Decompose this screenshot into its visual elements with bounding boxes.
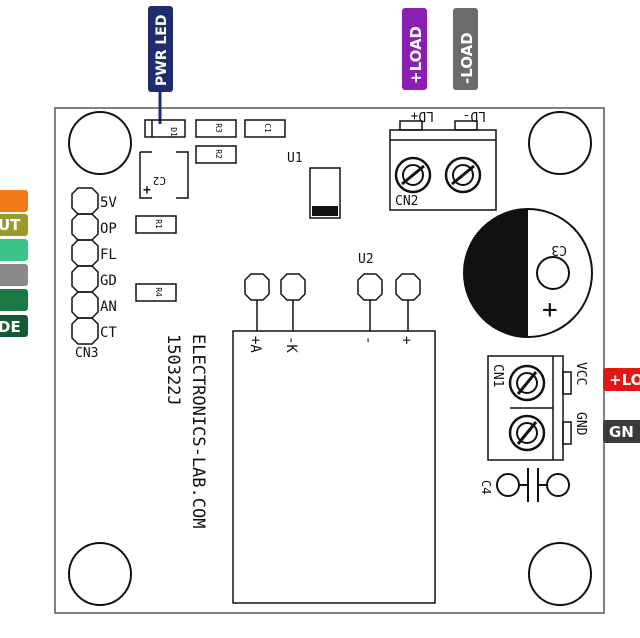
u1-footprint	[309, 167, 341, 219]
c3-plus: +	[542, 295, 558, 325]
c2-footprint	[139, 151, 189, 199]
gnd-tag-label: GN	[609, 423, 634, 441]
pwr-led-tag	[148, 6, 173, 92]
u1-label: U1	[287, 151, 303, 166]
cn2-label: CN2	[395, 194, 418, 209]
cn2-ld-plus: LD+	[410, 108, 434, 123]
cn3-pin-ct: CT	[100, 325, 117, 341]
cn3-pin-op: OP	[100, 221, 117, 237]
r1-label: R1	[154, 219, 163, 229]
left-tag-gd	[0, 264, 28, 286]
r3-label: R3	[214, 123, 223, 133]
load-plus-tag-label: +LOAD	[407, 26, 425, 84]
left-tag-fl	[0, 239, 28, 261]
u2-label: U2	[358, 252, 374, 267]
c1-label: C1	[263, 123, 272, 133]
c2-label: C2	[153, 174, 166, 187]
c1-footprint	[244, 119, 286, 138]
pwr-led-tag-label: PWR LED	[154, 15, 170, 86]
r4-label: R4	[154, 287, 163, 297]
r3-footprint	[195, 119, 237, 138]
r2-footprint	[195, 145, 237, 164]
cn2-ld-minus: LD-	[463, 108, 486, 123]
cn1-label: CN1	[490, 364, 505, 387]
cn2-screw-left	[394, 156, 432, 194]
cn1-tab-bottom	[562, 421, 572, 445]
cn3-pin-fl: FL	[100, 247, 117, 263]
d1-label: D1	[169, 127, 178, 137]
c3-outline	[463, 208, 593, 338]
u2-pin-k: -K	[283, 336, 299, 353]
cn3-pin-gd: GD	[100, 273, 117, 289]
u2-body	[232, 330, 436, 604]
left-tag-mode	[0, 315, 28, 337]
cn3-pin-an: AN	[100, 299, 117, 315]
load-minus-tag	[453, 8, 478, 90]
left-tag-out-label: UT	[0, 216, 21, 234]
cn1-tab-top	[562, 371, 572, 395]
pcb-outline	[54, 107, 605, 614]
u2-pin-a: +A	[247, 336, 263, 353]
cn1-screw-top	[508, 364, 546, 402]
u2-pads	[244, 273, 421, 301]
mounting-hole-tr	[528, 111, 592, 175]
gnd-tag	[603, 420, 640, 443]
cn2-tab-left	[399, 120, 423, 131]
mounting-hole-tl	[68, 111, 132, 175]
c3-inner-ring	[536, 256, 570, 290]
d1-footprint	[144, 119, 186, 138]
r4-footprint	[135, 283, 177, 302]
vcc-tag	[603, 368, 640, 391]
cn3-header	[71, 187, 99, 345]
cn1-block	[487, 355, 564, 461]
cn3-pin-5v: 5V	[100, 195, 117, 211]
left-tag-an	[0, 289, 28, 311]
cn3-label: CN3	[75, 346, 98, 361]
r2-label: R2	[214, 149, 223, 159]
c4-footprint	[496, 468, 570, 502]
r1-footprint	[135, 215, 177, 234]
cn1-screw-bottom	[508, 414, 546, 452]
cn2-screw-right	[444, 156, 482, 194]
cn1-gnd-label: GND	[573, 412, 588, 436]
c4-label: C4	[479, 480, 493, 494]
c3-label: C3	[551, 242, 567, 257]
cn2-tab-right	[454, 120, 478, 131]
c3-shade	[464, 209, 528, 337]
mounting-hole-br	[528, 542, 592, 606]
left-tag-mode-label: DE	[0, 318, 21, 336]
u2-pin-minus: -	[360, 336, 376, 344]
left-tag-out	[0, 214, 28, 236]
mounting-hole-bl	[68, 542, 132, 606]
left-tag-5v	[0, 190, 28, 212]
u2-leads	[256, 300, 409, 331]
u2-pin-plus: +	[398, 336, 414, 344]
cn1-vcc-label: VCC	[573, 362, 588, 385]
brand-text: ELECTRONICS-LAB.COM	[188, 334, 208, 528]
vcc-tag-label: +LO	[609, 371, 640, 389]
load-plus-tag	[402, 8, 427, 90]
c2-plus: +	[143, 183, 151, 198]
load-minus-tag-label: -LOAD	[458, 32, 476, 84]
cn2-block	[389, 129, 497, 211]
date-code: 150322J	[163, 334, 183, 406]
u1-pad	[312, 206, 338, 216]
